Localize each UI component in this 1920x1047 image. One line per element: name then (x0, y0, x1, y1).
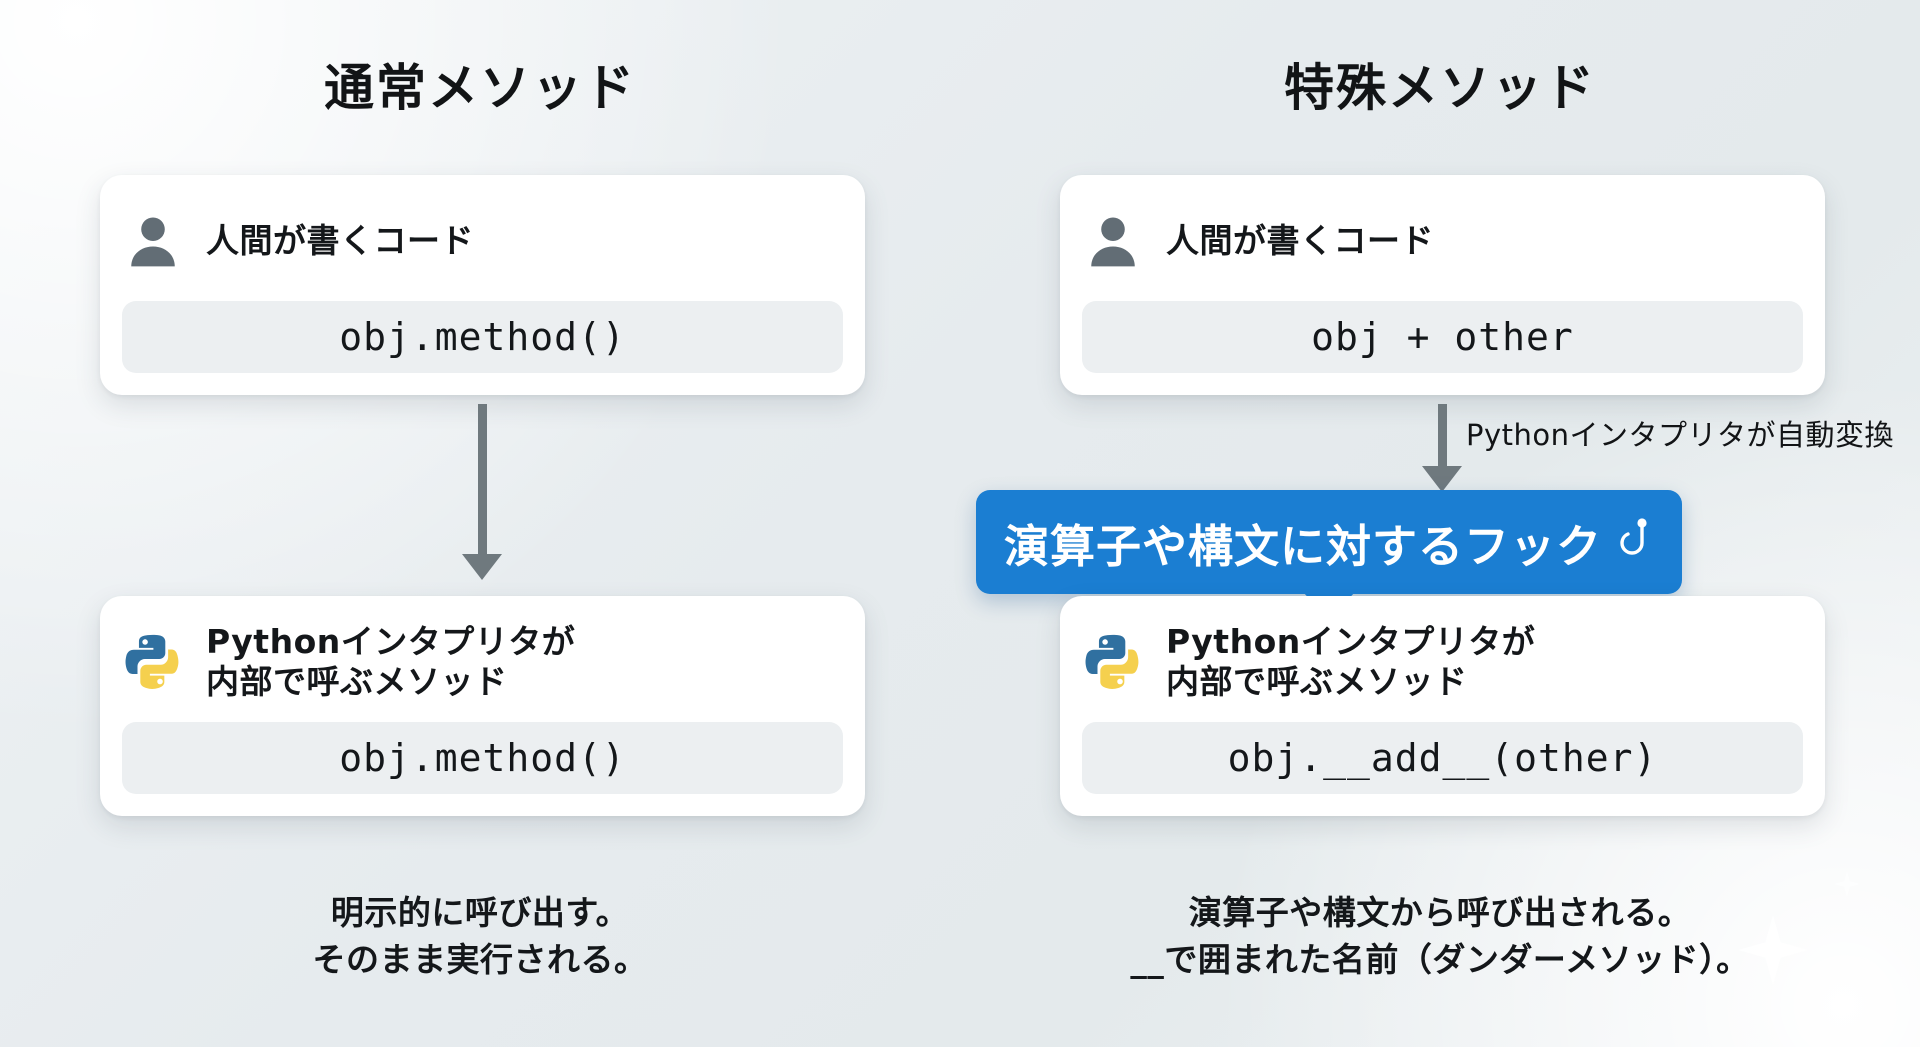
hook-banner: 演算子や構文に対するフック (976, 490, 1682, 594)
person-icon (122, 210, 184, 272)
card-header: 人間が書くコード (122, 195, 843, 287)
card-normal-human-code: 人間が書くコード obj.method() (100, 175, 865, 395)
column-special-method: 特殊メソッド 演算子や構文から呼び出される。 __で囲まれた名前（ダンダーメソッ… (960, 0, 1920, 1047)
card-title: Pythonインタプリタが 内部で呼ぶメソッド (1166, 621, 1536, 701)
card-header: Pythonインタプリタが 内部で呼ぶメソッド (122, 616, 843, 708)
card-title: 人間が書くコード (1166, 220, 1434, 260)
arrow-head (462, 554, 502, 580)
card-special-interpreter-call: Pythonインタプリタが 内部で呼ぶメソッド obj.__add__(othe… (1060, 596, 1825, 816)
card-header: 人間が書くコード (1082, 195, 1803, 287)
column-title-special: 特殊メソッド (1284, 59, 1596, 117)
card-title: Pythonインタプリタが 内部で呼ぶメソッド (206, 621, 576, 701)
column-title-normal: 通常メソッド (324, 59, 636, 117)
code-snippet: obj + other (1082, 301, 1803, 373)
code-snippet: obj.method() (122, 301, 843, 373)
python-logo-icon (122, 631, 184, 693)
fish-hook-icon (1614, 517, 1654, 567)
arrow-head (1422, 466, 1462, 492)
caption-special: 演算子や構文から呼び出される。 __で囲まれた名前（ダンダーメソッド）。 (1130, 893, 1750, 979)
arrow-shaft (477, 404, 487, 554)
python-logo-icon (1082, 631, 1144, 693)
card-header: Pythonインタプリタが 内部で呼ぶメソッド (1082, 616, 1803, 708)
person-icon (1082, 210, 1144, 272)
caption-normal: 明示的に呼び出す。 そのまま実行される。 (312, 893, 648, 979)
hook-banner-label: 演算子や構文に対するフック (1003, 519, 1602, 573)
annotation-auto-conversion: Pythonインタプリタが自動変換 (1466, 418, 1895, 452)
arrow-shaft (1437, 404, 1447, 466)
code-snippet: obj.__add__(other) (1082, 722, 1803, 794)
card-special-human-code: 人間が書くコード obj + other (1060, 175, 1825, 395)
card-title: 人間が書くコード (206, 220, 474, 260)
code-snippet: obj.method() (122, 722, 843, 794)
card-normal-interpreter-call: Pythonインタプリタが 内部で呼ぶメソッド obj.method() (100, 596, 865, 816)
column-normal-method: 通常メソッド 人間が書くコード obj.method() (100, 59, 865, 979)
